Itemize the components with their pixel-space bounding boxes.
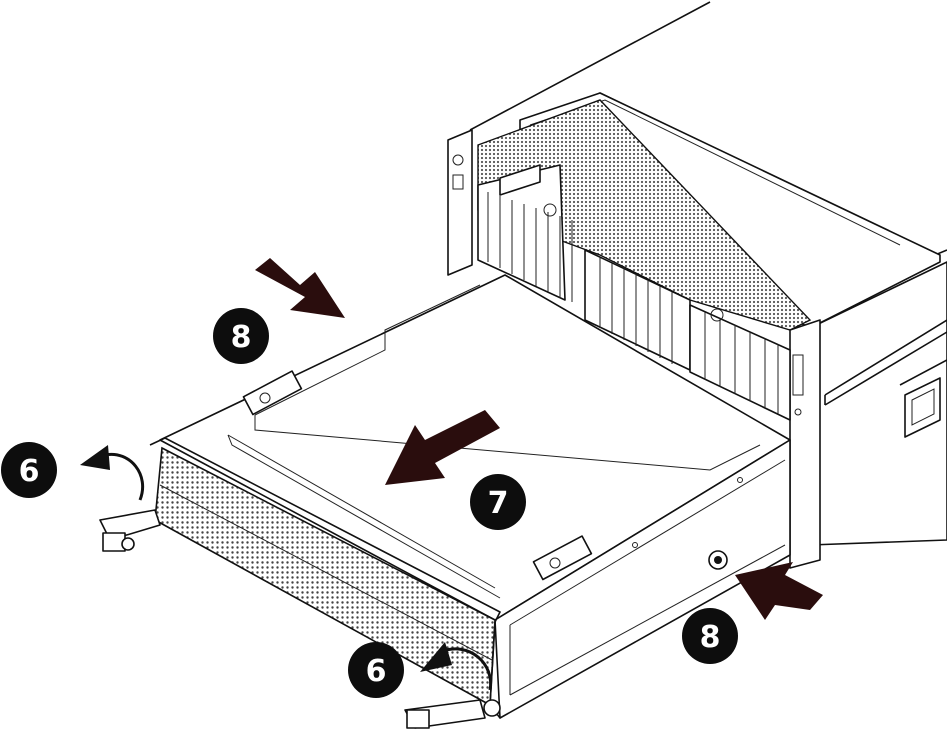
push-arrow-icon — [735, 562, 823, 620]
push-arrow-icon — [255, 258, 345, 318]
drive-bay-slots — [487, 192, 573, 302]
release-handle-left[interactable] — [99, 509, 161, 552]
svg-text:6: 6 — [19, 454, 40, 489]
pcie-card-slots — [599, 258, 673, 364]
callout-step-6-bottom: 6 — [348, 642, 404, 698]
server-tray — [149, 274, 791, 719]
svg-text:8: 8 — [700, 620, 721, 655]
svg-text:8: 8 — [231, 320, 252, 355]
callout-step-8-right: 8 — [682, 608, 738, 664]
callout-step-8-top: 8 — [213, 308, 269, 364]
riser-slots — [704, 312, 779, 414]
push-arrow-icon — [385, 410, 500, 485]
chassis-interior — [477, 99, 812, 421]
release-handle-bottom[interactable] — [404, 699, 501, 729]
rotate-arrow-icon — [80, 445, 145, 501]
svg-text:6: 6 — [366, 654, 387, 689]
callout-step-6-left: 6 — [1, 442, 57, 498]
callout-step-7: 7 — [470, 474, 526, 530]
rotate-arrow-icon — [420, 642, 493, 691]
svg-text:7: 7 — [488, 486, 509, 521]
